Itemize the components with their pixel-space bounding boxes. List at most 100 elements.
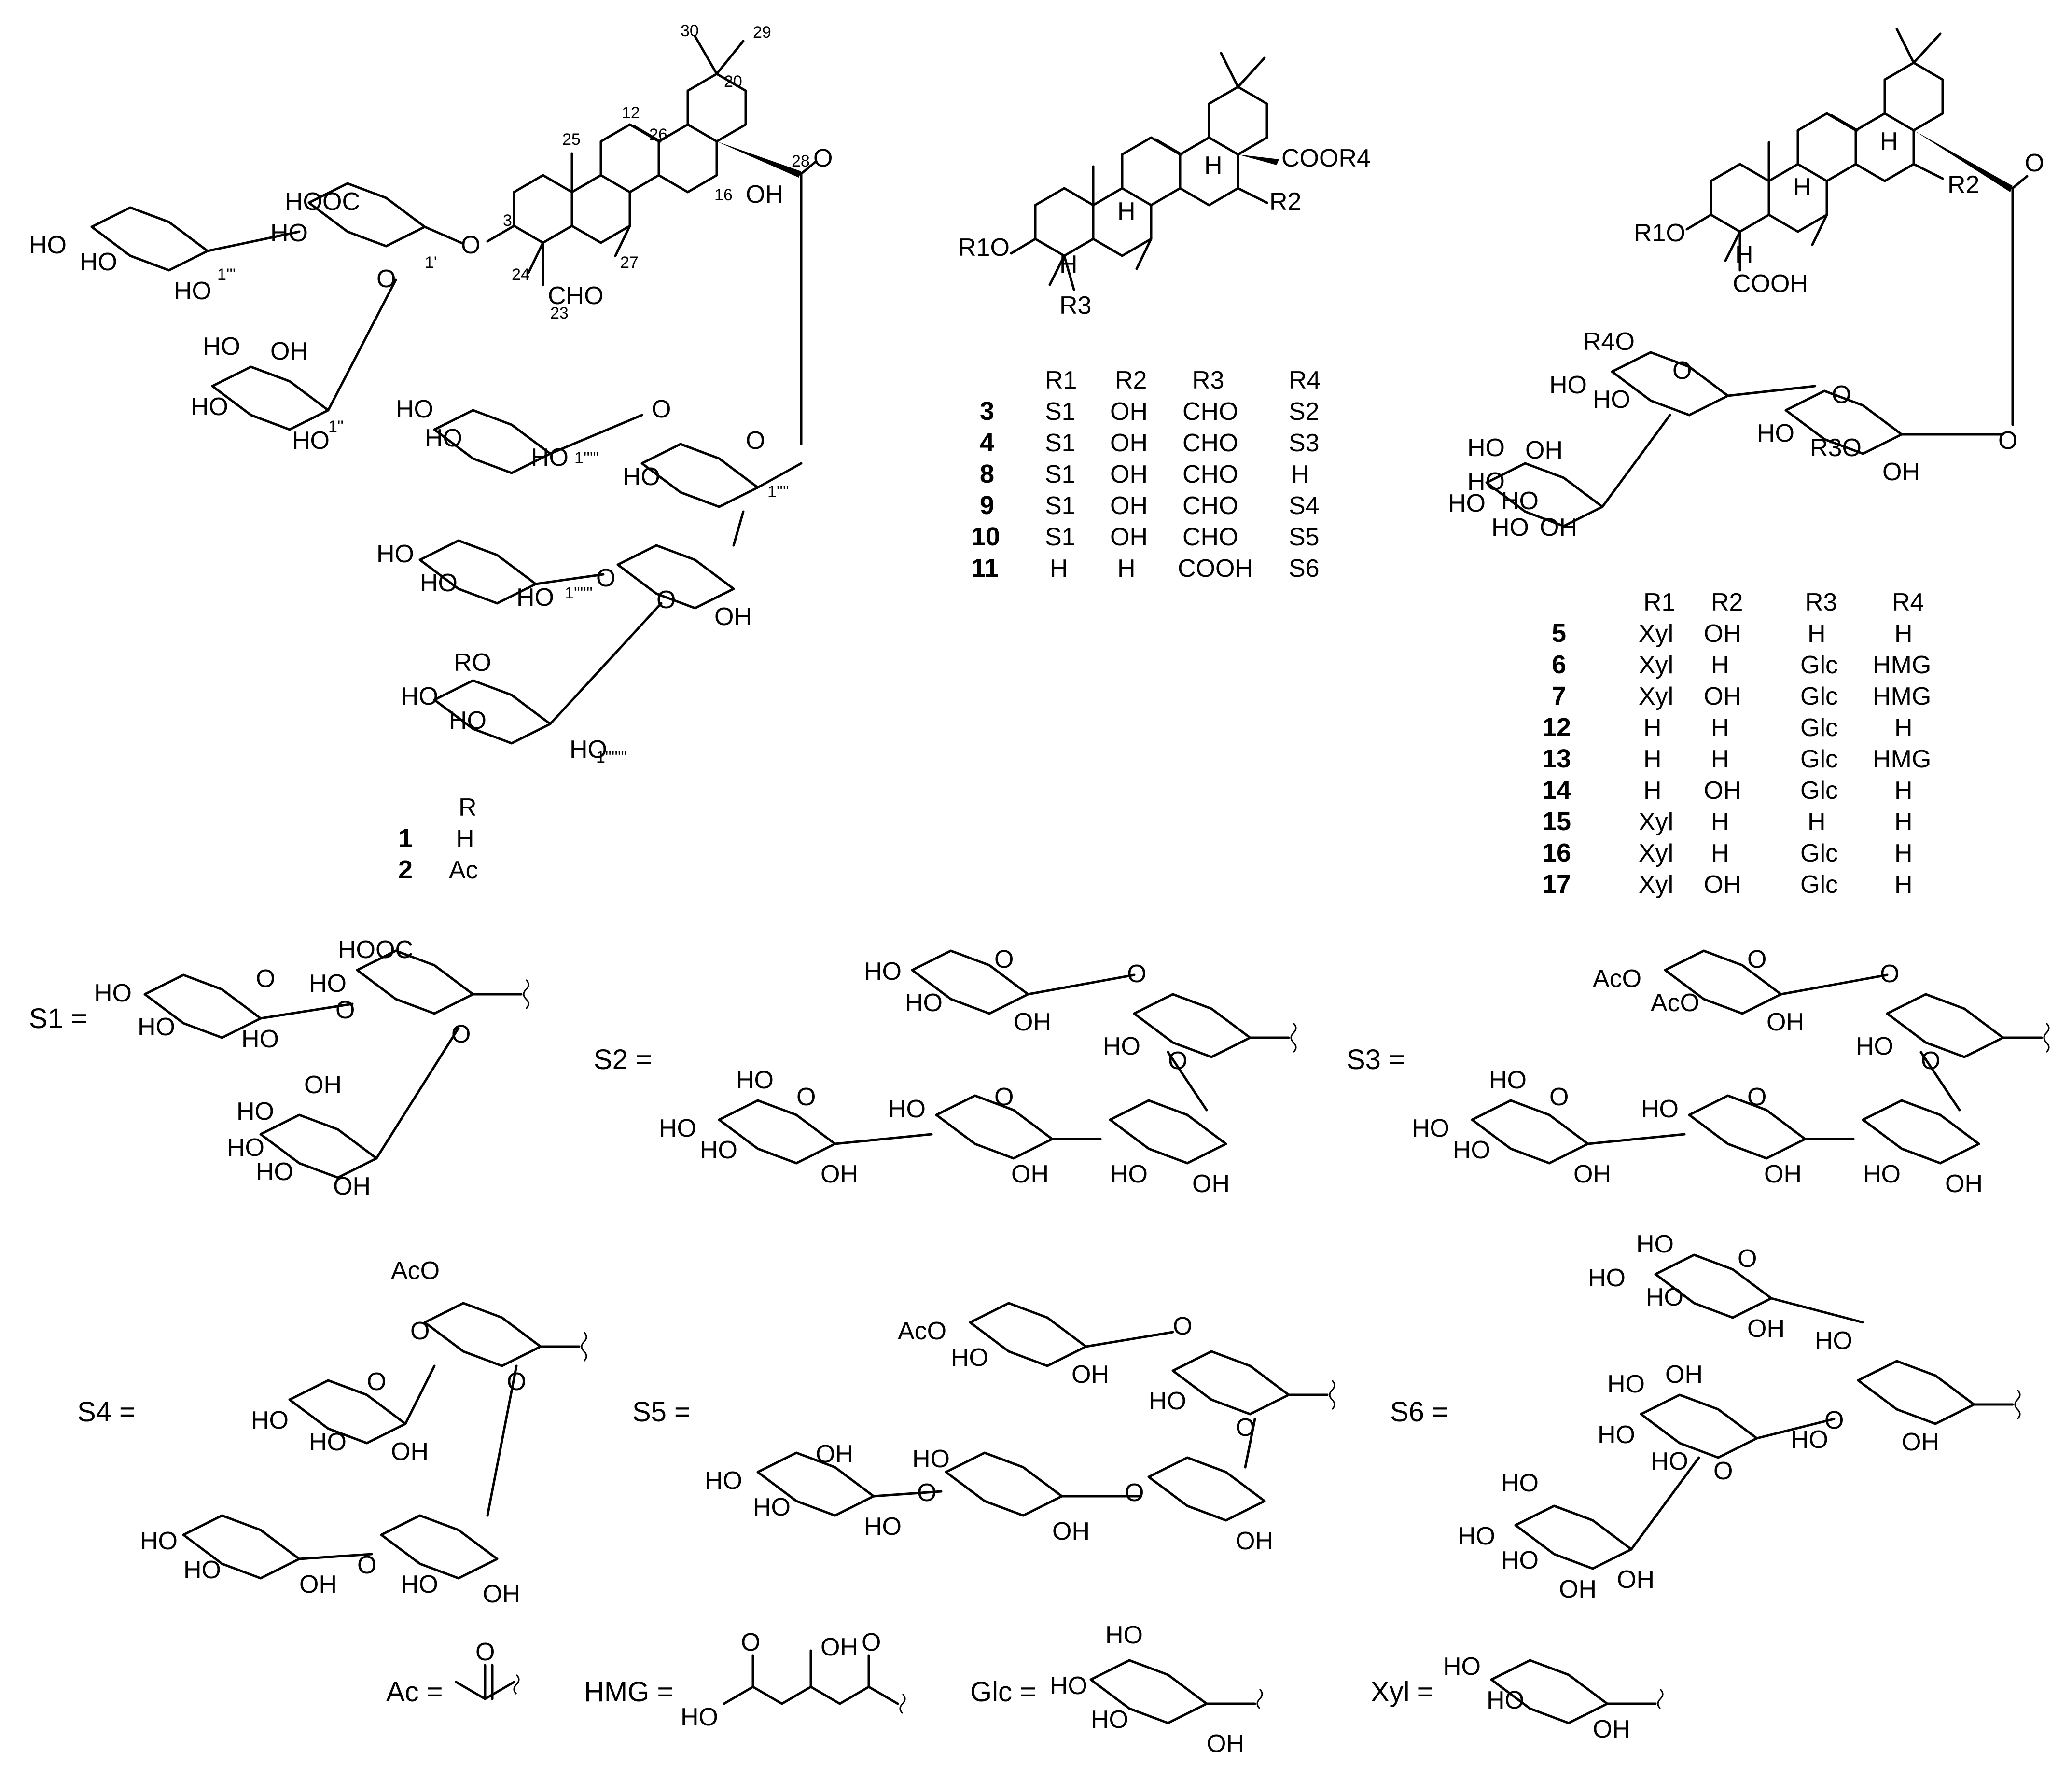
atom-label: O (475, 1638, 495, 1666)
sugar-ring (1886, 993, 2004, 1058)
table-cell: Xyl (1639, 808, 1673, 836)
table-cell: Glc (1800, 745, 1838, 773)
table-cell: S1 (1045, 523, 1076, 551)
position-label: 20 (724, 72, 742, 91)
atom-label: AcO (391, 1257, 440, 1285)
atom-label: AcO (1593, 965, 1641, 993)
table-cell: Xyl (1639, 620, 1673, 648)
atom-label: HO (183, 1556, 221, 1584)
table-cell: S2 (1289, 398, 1320, 426)
atom-label: HO (425, 424, 462, 452)
table-cell: Glc (1800, 839, 1838, 867)
table-cell: Xyl (1639, 651, 1673, 679)
atom-label: O (656, 586, 676, 614)
ring-e (1883, 61, 1944, 132)
atom-label: HO (1491, 514, 1529, 542)
atom-label: O (357, 1551, 376, 1579)
sugar-ring (1862, 1099, 1980, 1165)
atom-label: HO (1105, 1621, 1143, 1649)
atom-label: O (796, 1083, 816, 1111)
compound-id: 9 (980, 491, 994, 520)
atom-label: OH (1525, 436, 1563, 464)
substituent-label: S5 = (632, 1396, 691, 1428)
compound-id: 13 (1542, 744, 1571, 773)
atom-label: OH (1573, 1160, 1611, 1188)
atom-label: COOH (1733, 270, 1808, 298)
attachment-wavy (1657, 1688, 1664, 1710)
attachment-wavy (1329, 1379, 1335, 1410)
compound-id: 7 (1552, 681, 1566, 710)
table-cell: Xyl (1639, 871, 1673, 899)
atom-label: HO (80, 248, 117, 276)
sugar-ring (1857, 1360, 1975, 1425)
atom-label: HO (1651, 1447, 1688, 1475)
substituent-s2: S2 = HO HO OH O O HO O HO HO HO HO OH O … (594, 946, 1297, 1198)
methyl (1237, 56, 1266, 88)
atom-label: OH (304, 1071, 342, 1099)
ring-a (1710, 163, 1770, 233)
c-28-wedge (1238, 154, 1279, 165)
atom-label: O (1168, 1047, 1187, 1075)
compound-id: 14 (1542, 776, 1571, 805)
position-label: 30 (681, 22, 699, 40)
methyl (1048, 254, 1066, 286)
position-label: 1''''' (574, 449, 599, 467)
fuc-ester-link (756, 462, 803, 489)
atom-label: OH (816, 1440, 853, 1468)
atom-label: HO (1050, 1672, 1087, 1700)
atom-label: HO (256, 1158, 293, 1186)
table-cell: Ac (449, 856, 478, 884)
atom-label: OH (1559, 1575, 1597, 1603)
methyl-24 (527, 241, 544, 274)
atom-label: HO (700, 1136, 737, 1164)
table-header: R3 (1192, 366, 1224, 394)
xyl-rha-link (534, 573, 605, 585)
table-header: R2 (1115, 366, 1147, 394)
atom-label: COOR4 (1281, 144, 1371, 172)
atom-label: O (507, 1368, 526, 1396)
table-cell: H (1894, 839, 1913, 867)
atom-label: HO (309, 1428, 347, 1456)
atom-label: HO (174, 277, 211, 305)
atom-label: HO (1453, 1136, 1490, 1164)
compound-id: 6 (1552, 650, 1566, 679)
atom-label: HO (29, 231, 67, 259)
atom-label: HO (570, 736, 607, 764)
atom-label: HO (1646, 1283, 1683, 1311)
atom-label: HO (292, 427, 330, 455)
substituent-s1: S1 = HOOC HO HO HO HO O O O HO OH HO HO … (29, 936, 529, 1200)
sugar-ring (1133, 993, 1252, 1058)
atom-label: O (741, 1628, 760, 1656)
atom-label: OH (1902, 1428, 1939, 1456)
position-label: 1'' (328, 417, 344, 436)
atom-label: HO (1641, 1095, 1679, 1123)
table-cell: H (1643, 777, 1662, 805)
atom-label: HO (1588, 1264, 1626, 1292)
table-cell: OH (1110, 492, 1148, 520)
atom-label: O (451, 1020, 471, 1048)
position-label: 27 (620, 253, 639, 272)
ring-a (1034, 187, 1095, 257)
table-cell: Glc (1800, 714, 1838, 742)
glycosidic-bond (1167, 1051, 1208, 1112)
atom-label: OH (1540, 514, 1577, 542)
compound-1-labels: HO HO HO HOOC HO O O HO OH HO HO CHO OH … (29, 22, 833, 766)
position-label: 28 (792, 152, 810, 170)
atom-label: R1O (1634, 219, 1685, 247)
glycosidic-bond (1919, 1051, 1961, 1112)
atom-label: HO (1501, 1546, 1539, 1574)
table-header: R2 (1711, 588, 1743, 616)
atom-label: H (1117, 197, 1136, 225)
atom-label: R2 (1947, 171, 1979, 199)
atom-label: H (1735, 241, 1753, 269)
glycosidic-bond (1780, 973, 1889, 996)
atom-label: O (1672, 357, 1692, 385)
atom-label: HO (1412, 1114, 1449, 1142)
glycosidic-bond (298, 1553, 373, 1560)
compound-3-11-structure: COOR4 R2 R1O R3 H H H R1 R2 R3 R4 3 S1 O… (958, 52, 1371, 583)
atom-label: HO (1856, 1032, 1893, 1060)
table-cell: H (1894, 871, 1913, 899)
legend-glc: Glc = HO HO HO OH (970, 1621, 1263, 1758)
table-cell: H (1643, 714, 1662, 742)
